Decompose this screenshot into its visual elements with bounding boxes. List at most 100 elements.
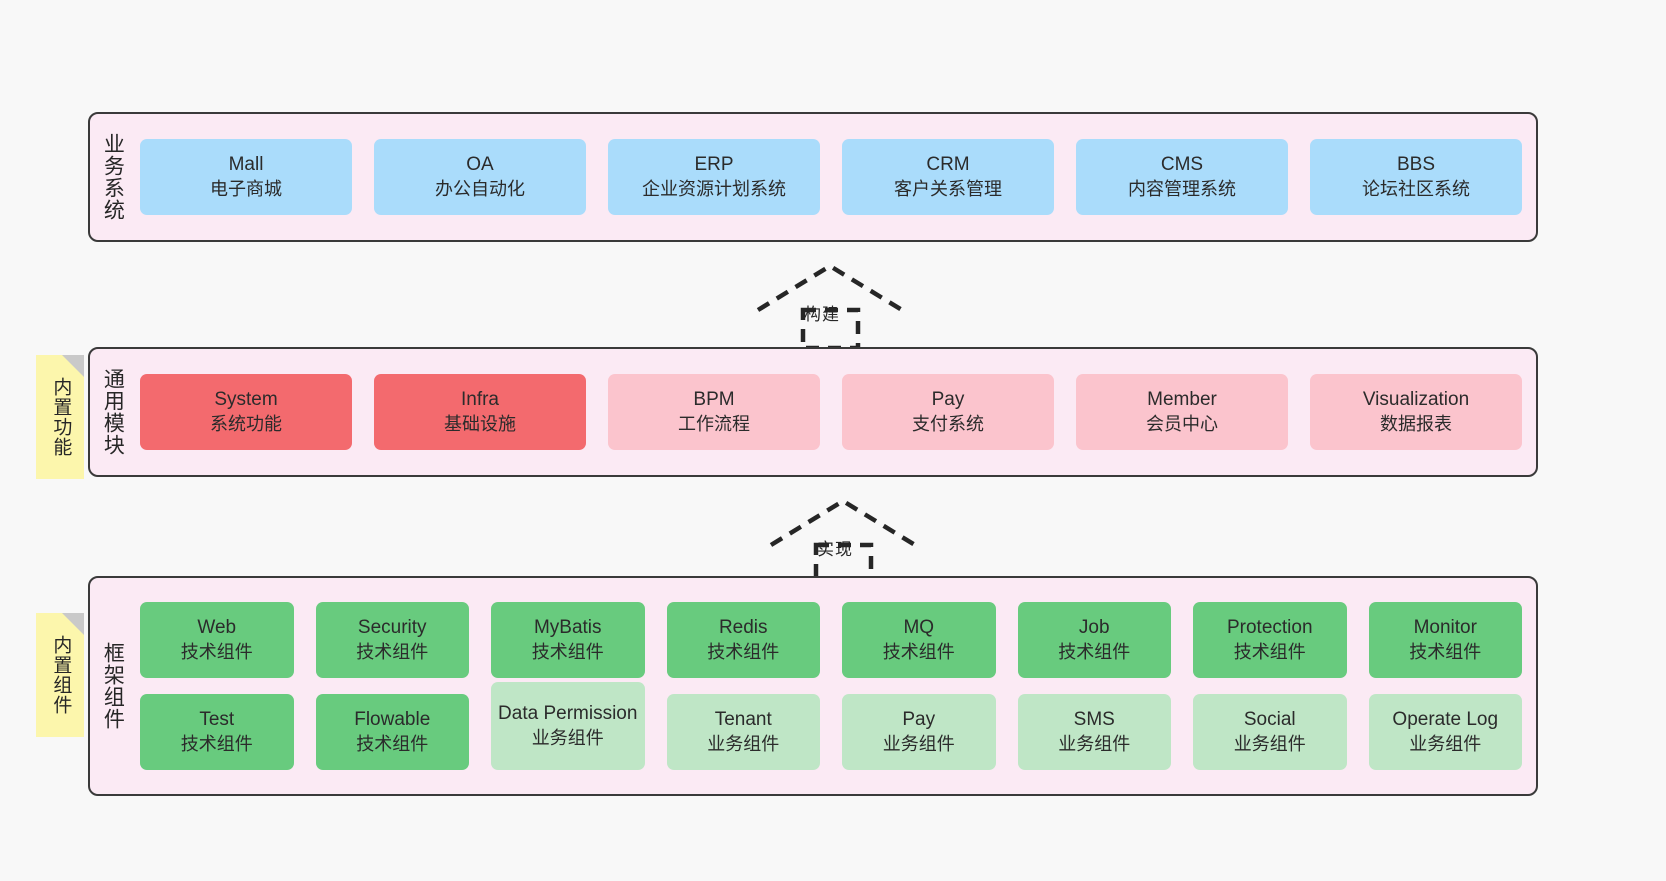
card-pay[interactable]: Pay 支付系统 xyxy=(842,374,1054,450)
section-body-common-modules: System 系统功能 Infra 基础设施 BPM 工作流程 Pay 支付系统… xyxy=(134,349,1536,475)
card-title: CMS xyxy=(1160,154,1204,176)
card-subtitle: 论坛社区系统 xyxy=(1362,178,1470,199)
card-subtitle: 技术组件 xyxy=(707,641,780,662)
section-body-framework-components: Web 技术组件 Security 技术组件 MyBatis 技术组件 Redi… xyxy=(134,578,1536,794)
card-subtitle: 技术组件 xyxy=(180,641,253,662)
section-body-business-systems: Mall 电子商城 OA 办公自动化 ERP 企业资源计划系统 CRM 客户关系… xyxy=(134,114,1536,240)
card-test[interactable]: Test 技术组件 xyxy=(140,694,294,770)
card-mall[interactable]: Mall 电子商城 xyxy=(140,139,352,215)
card-subtitle: 支付系统 xyxy=(912,413,984,434)
card-title: System xyxy=(214,389,278,411)
card-title: Redis xyxy=(718,617,768,639)
card-subtitle: 内容管理系统 xyxy=(1128,178,1236,199)
card-title: Flowable xyxy=(354,709,431,731)
connector-implement: 实现 xyxy=(768,497,918,586)
card-oa[interactable]: OA 办公自动化 xyxy=(374,139,586,215)
card-title: Pay xyxy=(902,709,936,731)
card-subtitle: 业务组件 xyxy=(707,733,780,754)
card-title: Protection xyxy=(1226,617,1313,639)
card-web[interactable]: Web 技术组件 xyxy=(140,602,294,678)
card-subtitle: 企业资源计划系统 xyxy=(642,178,786,199)
card-mybatis[interactable]: MyBatis 技术组件 xyxy=(491,602,645,678)
card-subtitle: 技术组件 xyxy=(1409,641,1482,662)
generalization-arrowhead-icon xyxy=(769,498,917,547)
card-redis[interactable]: Redis 技术组件 xyxy=(666,602,820,678)
card-title: MQ xyxy=(903,617,935,639)
card-title: BPM xyxy=(693,389,735,411)
card-monitor[interactable]: Monitor 技术组件 xyxy=(1368,602,1522,678)
card-sms[interactable]: SMS 业务组件 xyxy=(1017,694,1171,770)
card-subtitle: 工作流程 xyxy=(678,413,750,434)
card-subtitle: 数据报表 xyxy=(1380,413,1452,434)
card-title: Monitor xyxy=(1413,617,1477,639)
card-mq[interactable]: MQ 技术组件 xyxy=(842,602,996,678)
card-title: Member xyxy=(1147,389,1217,411)
card-job[interactable]: Job 技术组件 xyxy=(1017,602,1171,678)
card-subtitle: 技术组件 xyxy=(356,641,429,662)
connector-label: 实现 xyxy=(817,540,853,559)
card-subtitle: 业务组件 xyxy=(531,727,604,748)
card-protection[interactable]: Protection 技术组件 xyxy=(1193,602,1347,678)
card-subtitle: 技术组件 xyxy=(1058,641,1131,662)
card-subtitle: 客户关系管理 xyxy=(894,178,1002,199)
card-erp[interactable]: ERP 企业资源计划系统 xyxy=(608,139,820,215)
card-row: System 系统功能 Infra 基础设施 BPM 工作流程 Pay 支付系统… xyxy=(140,374,1522,450)
sticky-note-label: 内置功能 xyxy=(50,377,72,457)
card-title: Mall xyxy=(228,154,264,176)
card-title: Visualization xyxy=(1362,389,1470,411)
card-title: Social xyxy=(1243,709,1296,731)
card-tenant[interactable]: Tenant 业务组件 xyxy=(666,694,820,770)
card-title: BBS xyxy=(1396,154,1436,176)
card-subtitle: 业务组件 xyxy=(1058,733,1131,754)
card-operate-log[interactable]: Operate Log 业务组件 xyxy=(1368,694,1522,770)
card-subtitle: 技术组件 xyxy=(882,641,955,662)
card-subtitle: 业务组件 xyxy=(882,733,955,754)
card-crm[interactable]: CRM 客户关系管理 xyxy=(842,139,1054,215)
card-title: ERP xyxy=(694,154,734,176)
card-title: Data Permission xyxy=(498,703,638,725)
connector-build: 构建 xyxy=(755,262,905,351)
card-title: Test xyxy=(199,709,235,731)
card-title: Tenant xyxy=(714,709,772,731)
sticky-note-builtin-components: 内置组件 xyxy=(36,613,84,737)
card-subtitle: 技术组件 xyxy=(180,733,253,754)
card-subtitle: 技术组件 xyxy=(531,641,604,662)
card-visualization[interactable]: Visualization 数据报表 xyxy=(1310,374,1522,450)
sticky-note-label: 内置组件 xyxy=(50,635,72,715)
card-subtitle: 办公自动化 xyxy=(435,178,525,199)
card-infra[interactable]: Infra 基础设施 xyxy=(374,374,586,450)
card-subtitle: 技术组件 xyxy=(1233,641,1306,662)
card-title: Operate Log xyxy=(1392,709,1499,731)
card-subtitle: 系统功能 xyxy=(210,413,282,434)
card-row-tech: Web 技术组件 Security 技术组件 MyBatis 技术组件 Redi… xyxy=(140,602,1522,678)
card-title: Web xyxy=(197,617,237,639)
generalization-arrowhead-icon xyxy=(756,263,904,312)
card-subtitle: 会员中心 xyxy=(1146,413,1218,434)
card-title: Job xyxy=(1078,617,1110,639)
card-title: OA xyxy=(466,154,494,176)
card-subtitle: 技术组件 xyxy=(356,733,429,754)
card-pay-component[interactable]: Pay 业务组件 xyxy=(842,694,996,770)
card-member[interactable]: Member 会员中心 xyxy=(1076,374,1288,450)
card-bbs[interactable]: BBS 论坛社区系统 xyxy=(1310,139,1522,215)
card-system[interactable]: System 系统功能 xyxy=(140,374,352,450)
card-bpm[interactable]: BPM 工作流程 xyxy=(608,374,820,450)
card-flowable[interactable]: Flowable 技术组件 xyxy=(315,694,469,770)
card-data-permission[interactable]: Data Permission 业务组件 xyxy=(491,682,645,770)
connector-label: 构建 xyxy=(804,305,840,324)
card-cms[interactable]: CMS 内容管理系统 xyxy=(1076,139,1288,215)
card-title: Pay xyxy=(931,389,965,411)
page-fold-icon xyxy=(62,355,84,377)
card-row: Mall 电子商城 OA 办公自动化 ERP 企业资源计划系统 CRM 客户关系… xyxy=(140,139,1522,215)
card-social[interactable]: Social 业务组件 xyxy=(1193,694,1347,770)
card-title: MyBatis xyxy=(533,617,602,639)
card-subtitle: 基础设施 xyxy=(444,413,516,434)
card-subtitle: 电子商城 xyxy=(210,178,282,199)
section-label-framework-components: 框架组件 xyxy=(101,642,125,730)
card-title: Security xyxy=(357,617,427,639)
page-fold-icon xyxy=(62,613,84,635)
card-security[interactable]: Security 技术组件 xyxy=(315,602,469,678)
card-subtitle: 业务组件 xyxy=(1409,733,1482,754)
card-title: Infra xyxy=(460,389,500,411)
